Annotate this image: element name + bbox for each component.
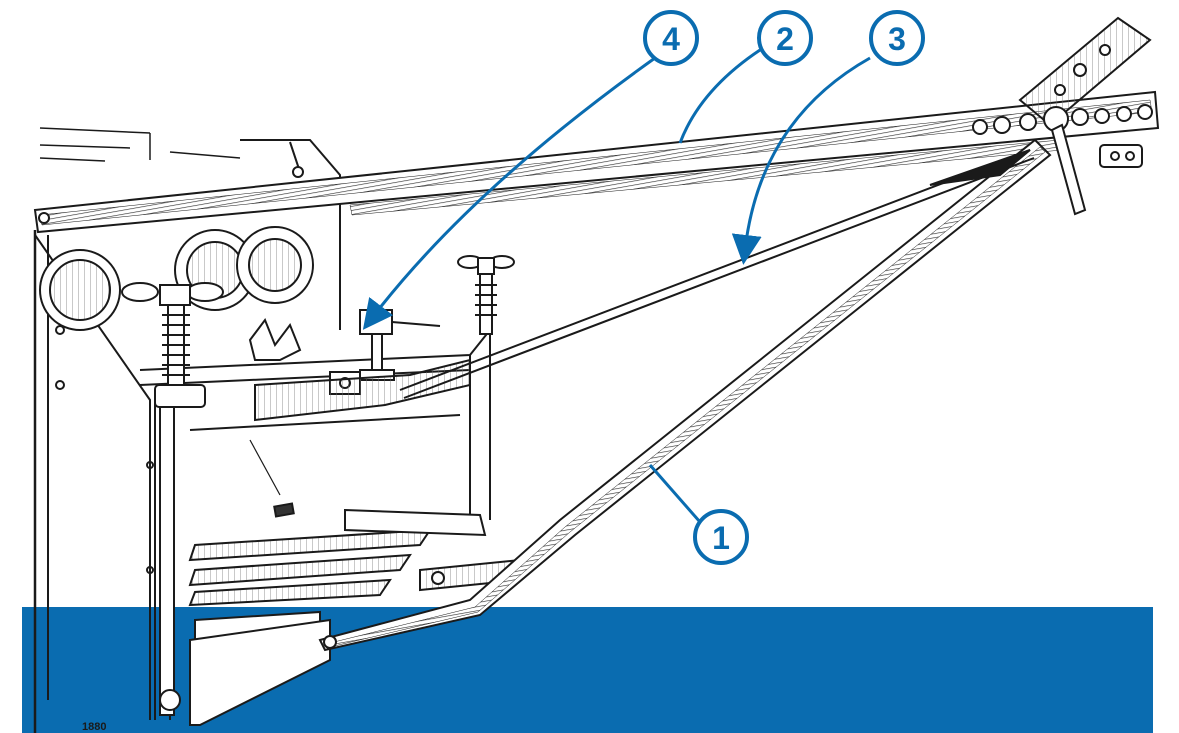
- wing-screw-right: [457, 255, 515, 335]
- upper-diagonal-arm: [1018, 16, 1152, 127]
- leader-1: [648, 464, 702, 523]
- callout-1: 1: [693, 509, 749, 565]
- leader-3: [731, 56, 871, 265]
- callout-number: 4: [662, 21, 680, 57]
- callout-circle: [643, 10, 699, 66]
- tension-cable: [399, 149, 1035, 399]
- callout-number: 2: [776, 21, 794, 57]
- callout-number: 1: [712, 520, 730, 556]
- wing-screw-left: [121, 282, 224, 408]
- callout-4: 4: [643, 10, 699, 66]
- callout-circle: [693, 509, 749, 565]
- callout-circle: [869, 10, 925, 66]
- leader-4: [362, 56, 656, 330]
- gear-assembly: [39, 226, 314, 361]
- callout-3: 3: [869, 10, 925, 66]
- upper-boom: [33, 90, 1160, 234]
- boom-holes: [972, 104, 1153, 216]
- callout-circle: [757, 10, 813, 66]
- leader-2: [678, 48, 761, 144]
- figure-number: 1880: [82, 721, 106, 733]
- carriage-bar: [254, 358, 471, 422]
- callout-leaders: [362, 48, 871, 523]
- callout-2: 2: [757, 10, 813, 66]
- callout-number: 3: [888, 21, 906, 57]
- diagonal-strut: [318, 138, 1052, 652]
